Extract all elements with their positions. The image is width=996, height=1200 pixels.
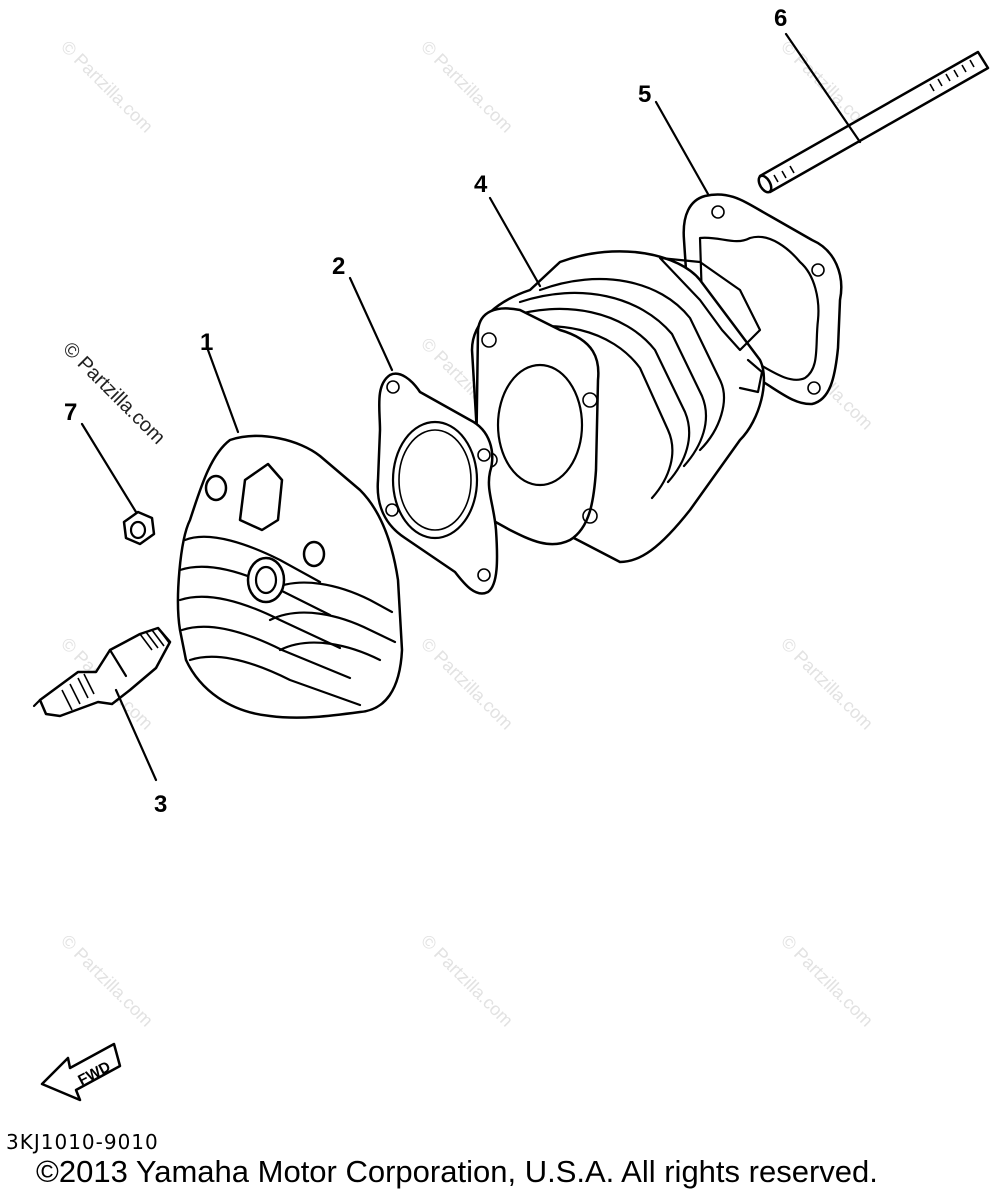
copyright-notice: ©2013 Yamaha Motor Corporation, U.S.A. A… [36,1154,878,1189]
watermark: © Partzilla.com [777,634,877,734]
watermark: © Partzilla.com [417,37,517,137]
callout-7: 7 [64,399,77,426]
watermark: © Partzilla.com [417,634,517,734]
watermark-prominent: © Partzilla.com [58,338,169,449]
watermark: © Partzilla.com [417,931,517,1031]
watermark: © Partzilla.com [777,931,877,1031]
stud-bolt-part-6 [757,50,990,194]
cylinder-head-part-1 [176,434,404,719]
watermark: © Partzilla.com [57,931,157,1031]
callout-labels: 1 2 3 4 5 6 7 [64,5,787,818]
cylinder-part-4 [470,250,766,564]
callout-1: 1 [200,329,213,356]
forward-arrow-icon: FWD [40,1042,122,1102]
callout-2: 2 [332,253,345,280]
leader-lines [80,32,862,782]
callout-3: 3 [154,791,167,818]
watermark: © Partzilla.com [57,37,157,137]
callout-6: 6 [774,5,787,32]
callout-5: 5 [638,81,651,108]
head-gasket-part-2 [376,372,499,595]
callout-4: 4 [474,171,488,198]
diagram-code: 3KJ1010-9010 [6,1130,159,1154]
spark-plug-part-3 [32,626,172,718]
nut-part-7 [122,510,156,546]
